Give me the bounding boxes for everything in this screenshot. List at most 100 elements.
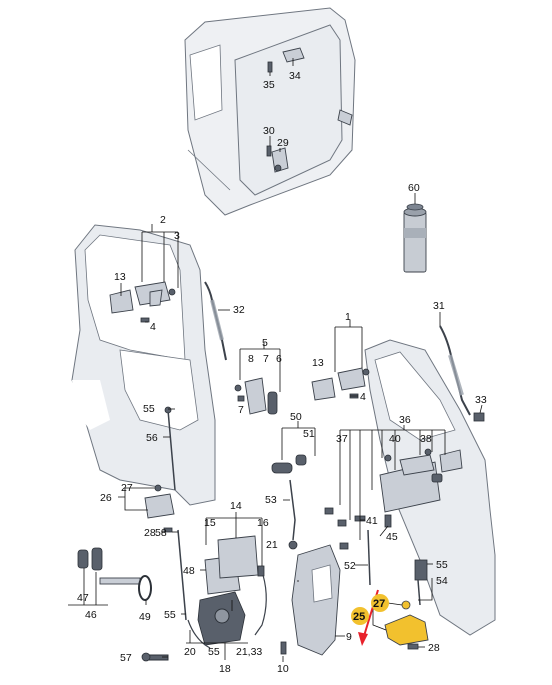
label-13-left: 13: [114, 271, 126, 283]
label-13-right: 13: [312, 357, 324, 369]
ring-49: [138, 575, 152, 601]
cable-31: [439, 325, 471, 416]
cable-52: [367, 529, 371, 586]
screw-4-left: [140, 317, 150, 323]
label-51: 51: [303, 428, 315, 440]
label-41: 41: [366, 515, 378, 527]
label-29: 29: [277, 137, 289, 149]
label-10: 10: [277, 663, 289, 675]
spray-can-60: [403, 203, 427, 273]
label-20: 20: [184, 646, 196, 658]
rod-54: [417, 579, 421, 606]
label-18: 18: [219, 663, 231, 675]
screw-28-right: [407, 643, 419, 650]
hinge-block-29: [271, 147, 289, 173]
label-55-bottom2: 55: [208, 646, 220, 658]
label-33: 33: [475, 394, 487, 406]
label-15: 15: [204, 517, 216, 529]
label-48: 48: [183, 565, 195, 577]
label-16: 16: [257, 517, 269, 529]
label-14: 14: [230, 500, 242, 512]
screw-57: [141, 652, 169, 662]
label-47: 47: [77, 592, 89, 604]
cover-13-right: [311, 377, 336, 401]
screw-35: [267, 61, 273, 73]
cylinder-47: [77, 547, 103, 571]
label-26: 26: [100, 492, 112, 504]
label-21-33: 21,33: [236, 646, 262, 658]
catch-12: [384, 600, 429, 646]
label-28-right: 28: [428, 642, 440, 654]
label-34: 34: [289, 70, 301, 82]
label-55-bottom: 55: [164, 609, 176, 621]
label-28-left: 28: [144, 527, 156, 539]
label-8: 8: [248, 353, 254, 365]
highlight-circle-25: [351, 607, 369, 625]
label-30: 30: [263, 125, 275, 137]
clip-16: [254, 565, 267, 636]
label-27-left: 27: [121, 482, 133, 494]
lock-parts-37-group: [324, 507, 349, 550]
label-4-left: 4: [150, 321, 156, 333]
label-31: 31: [433, 300, 445, 312]
label-1: 1: [345, 311, 351, 323]
clip-33: [473, 412, 485, 422]
label-25: 25: [353, 611, 365, 623]
handle-mechanism-left-2: [134, 281, 171, 307]
screw-45: [384, 514, 392, 528]
label-58: 58: [155, 527, 167, 539]
trim-38: [439, 449, 463, 473]
highlight-circle-27: [371, 594, 389, 612]
label-32: 32: [233, 304, 245, 316]
lock-rod-56: [164, 406, 176, 491]
label-55-left: 55: [143, 403, 155, 415]
label-21: 21: [266, 539, 278, 551]
label-9: 9: [346, 631, 352, 643]
grip-parts-5: [234, 377, 278, 415]
label-37: 37: [336, 433, 348, 445]
cable-20: [187, 619, 211, 649]
label-53: 53: [265, 494, 277, 506]
van-rear-illustration: [184, 7, 356, 216]
key-rod-46: [99, 577, 141, 585]
label-56: 56: [146, 432, 158, 444]
lock-unit-18: [197, 591, 246, 646]
leader-lines: [68, 58, 483, 662]
label-7-bottom: 7: [238, 404, 244, 416]
grip-50: [271, 454, 307, 474]
label-7-top: 7: [263, 353, 269, 365]
label-6: 6: [276, 353, 282, 365]
clip-3-left: [168, 288, 176, 296]
cable-32: [204, 281, 227, 361]
lock-assembly-36: [379, 448, 443, 513]
screw-10: [280, 641, 287, 655]
label-46: 46: [85, 609, 97, 621]
label-35: 35: [263, 79, 275, 91]
rod-53: [289, 479, 296, 541]
label-3: 3: [174, 230, 180, 242]
label-57: 57: [120, 652, 132, 664]
striker-plate-34: [282, 47, 305, 63]
callout-labels: 34 35 30 29 60 2 3 13 4 32 5 8 7 6 7 55 …: [77, 70, 487, 675]
label-50: 50: [290, 411, 302, 423]
screw-30: [266, 145, 272, 157]
clip-21: [288, 540, 298, 550]
door-carrier-9: [291, 544, 341, 656]
label-55-right: 55: [436, 559, 448, 571]
hinge-26: [144, 484, 175, 519]
rod-58: [177, 529, 187, 621]
label-45: 45: [386, 531, 398, 543]
handle-mechanism-right-1: [337, 367, 370, 391]
cover-13-left: [109, 289, 134, 314]
label-4-right: 4: [360, 391, 366, 403]
label-60: 60: [408, 182, 420, 194]
label-27-right: 27: [373, 598, 385, 610]
label-40: 40: [389, 433, 401, 445]
label-38: 38: [420, 433, 432, 445]
label-52: 52: [344, 560, 356, 572]
label-49: 49: [139, 611, 151, 623]
label-2: 2: [160, 214, 166, 226]
lock-module-14: [217, 535, 259, 579]
left-door-panel: [71, 224, 216, 506]
